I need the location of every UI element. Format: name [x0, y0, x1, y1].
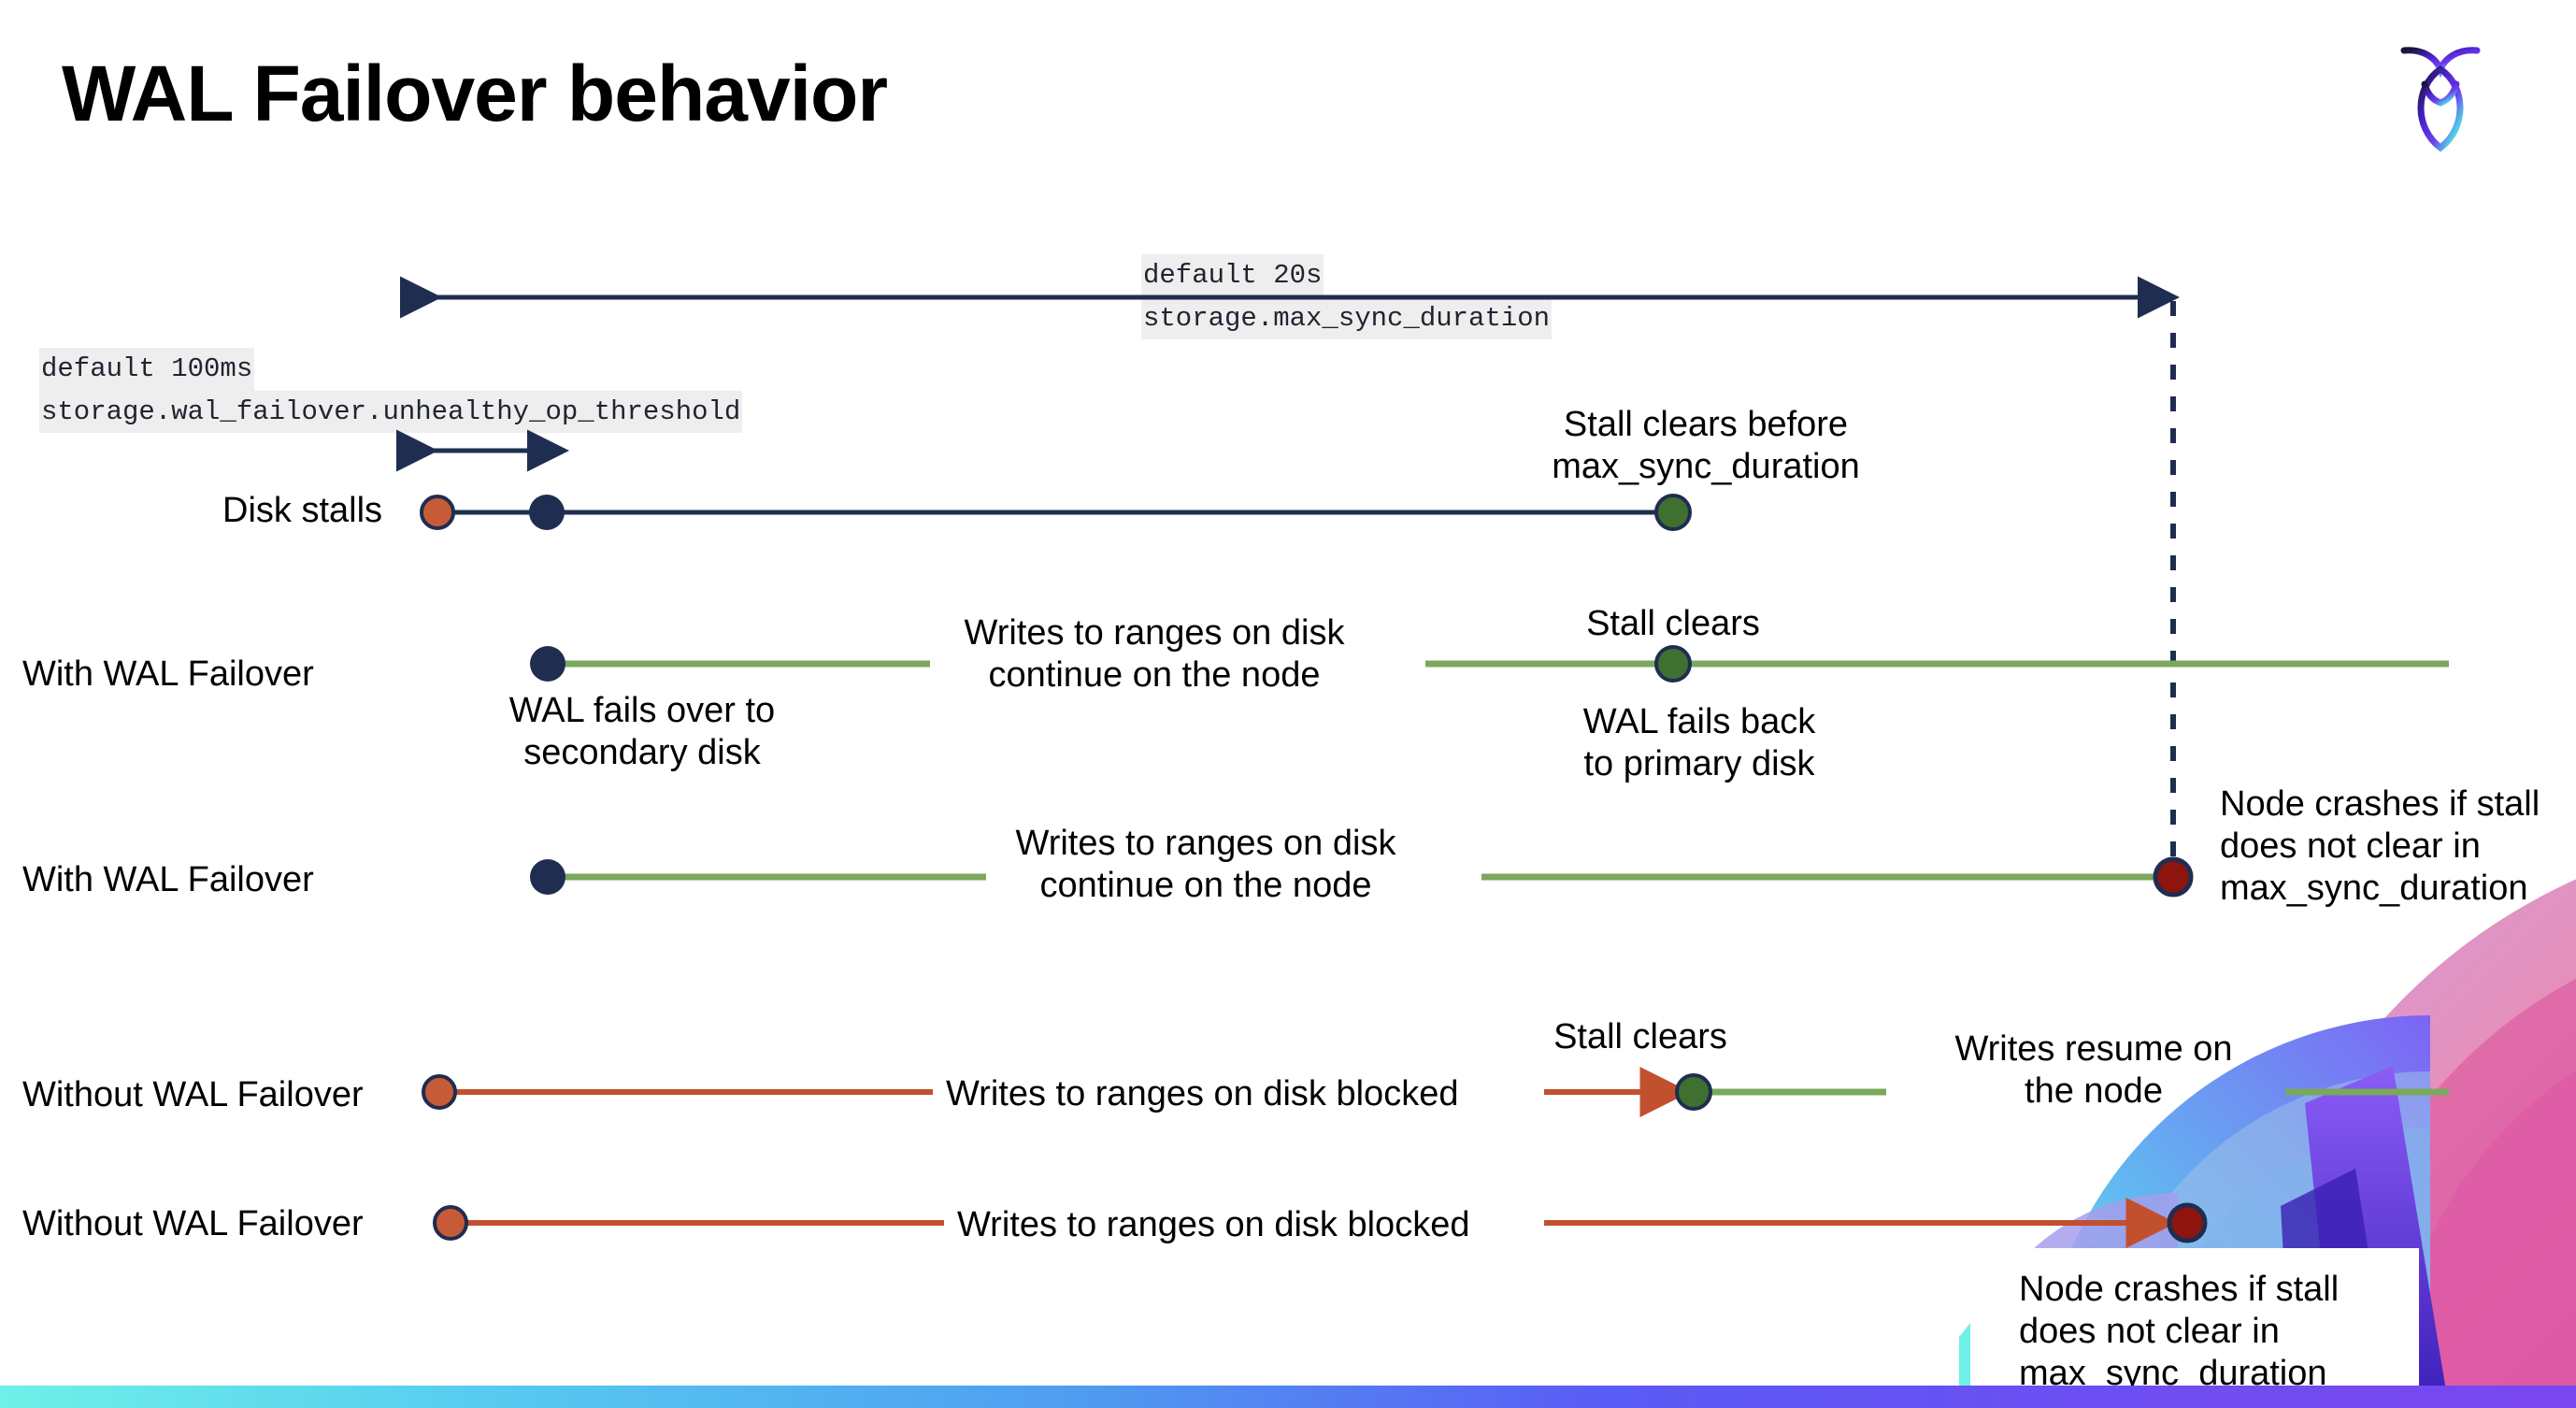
callout-node-crashes-2-box: Node crashes if stall does not clear in … [1970, 1248, 2419, 1408]
callout-line: Writes to ranges on disk [1015, 824, 1396, 863]
callout-line: does not clear in [2019, 1311, 2280, 1351]
without-wal-2-start-dot [433, 1205, 468, 1241]
callout-node-crashes-1: Node crashes if stall does not clear in … [2220, 783, 2575, 909]
with-wal-2-crash-dot [2153, 856, 2194, 898]
callout-line: Node crashes if stall [2019, 1270, 2340, 1309]
callout-line: continue on the node [988, 654, 1321, 695]
callout-writes-continue-2: Writes to ranges on disk continue on the… [995, 823, 1416, 907]
page-title: WAL Failover behavior [62, 50, 888, 137]
without-wal-1-stall-clears-dot [1675, 1073, 1712, 1111]
callout-line: Node crashes if stall [2220, 784, 2540, 824]
row-label-with-wal-failover-1: With WAL Failover [22, 654, 314, 694]
row-label-without-wal-failover-2: Without WAL Failover [22, 1204, 364, 1243]
callout-line: max_sync_duration [1552, 446, 1860, 486]
without-wal-1-start-dot [422, 1074, 457, 1110]
callout-stall-clears-1: Stall clears [1586, 604, 1760, 643]
callout-line: max_sync_duration [2220, 868, 2528, 908]
callout-line: continue on the node [1039, 865, 1372, 905]
with-wal-2-start-dot [530, 859, 565, 895]
callout-writes-blocked-1: Writes to ranges on disk blocked [946, 1074, 1459, 1113]
callout-line: secondary disk [523, 732, 761, 772]
with-wal-1-start-dot [530, 646, 565, 682]
row-label-without-wal-failover-1: Without WAL Failover [22, 1075, 364, 1114]
annotation-unhealthy-op-threshold: default 100ms storage.wal_failover.unhea… [39, 348, 743, 433]
callout-wal-fails-over-secondary: WAL fails over to secondary disk [479, 690, 806, 774]
callout-line: WAL fails over to [508, 691, 776, 730]
callout-wal-fails-back-primary: WAL fails back to primary disk [1559, 701, 1839, 785]
annotation-unhealthy-setting: storage.wal_failover.unhealthy_op_thresh… [39, 390, 743, 433]
callout-writes-blocked-2: Writes to ranges on disk blocked [957, 1205, 1470, 1244]
callout-line: Writes to ranges on disk [964, 613, 1345, 653]
callout-line: WAL fails back [1582, 702, 1816, 741]
callout-line: does not clear in [2220, 826, 2481, 866]
disk-stall-clears-dot [1654, 494, 1692, 531]
row-label-disk-stalls: Disk stalls [222, 491, 383, 530]
callout-stall-clears-2: Stall clears [1553, 1017, 1727, 1056]
callout-line: the node [2025, 1070, 2163, 1111]
callout-stall-clears-before: Stall clears before max_sync_duration [1528, 404, 1883, 488]
disk-stall-start-dot [420, 495, 455, 530]
callout-line: to primary disk [1583, 743, 1815, 783]
cockroachdb-logo [2400, 47, 2481, 152]
without-wal-2-crash-dot [2167, 1202, 2208, 1243]
callout-writes-resume: Writes resume on the node [1939, 1028, 2248, 1113]
callout-writes-continue-1: Writes to ranges on disk continue on the… [944, 612, 1365, 697]
annotation-unhealthy-default: default 100ms [39, 348, 255, 391]
callout-line: Stall clears before [1563, 405, 1849, 444]
row-label-with-wal-failover-2: With WAL Failover [22, 860, 314, 899]
callout-line: Writes resume on [1954, 1029, 2233, 1069]
callout-node-crashes-2: Node crashes if stall does not clear in … [1970, 1248, 2419, 1394]
bottom-gradient-bar [0, 1386, 2576, 1408]
with-wal-1-stall-clears-dot [1654, 645, 1692, 682]
wal-failover-trigger-dot [529, 495, 565, 530]
